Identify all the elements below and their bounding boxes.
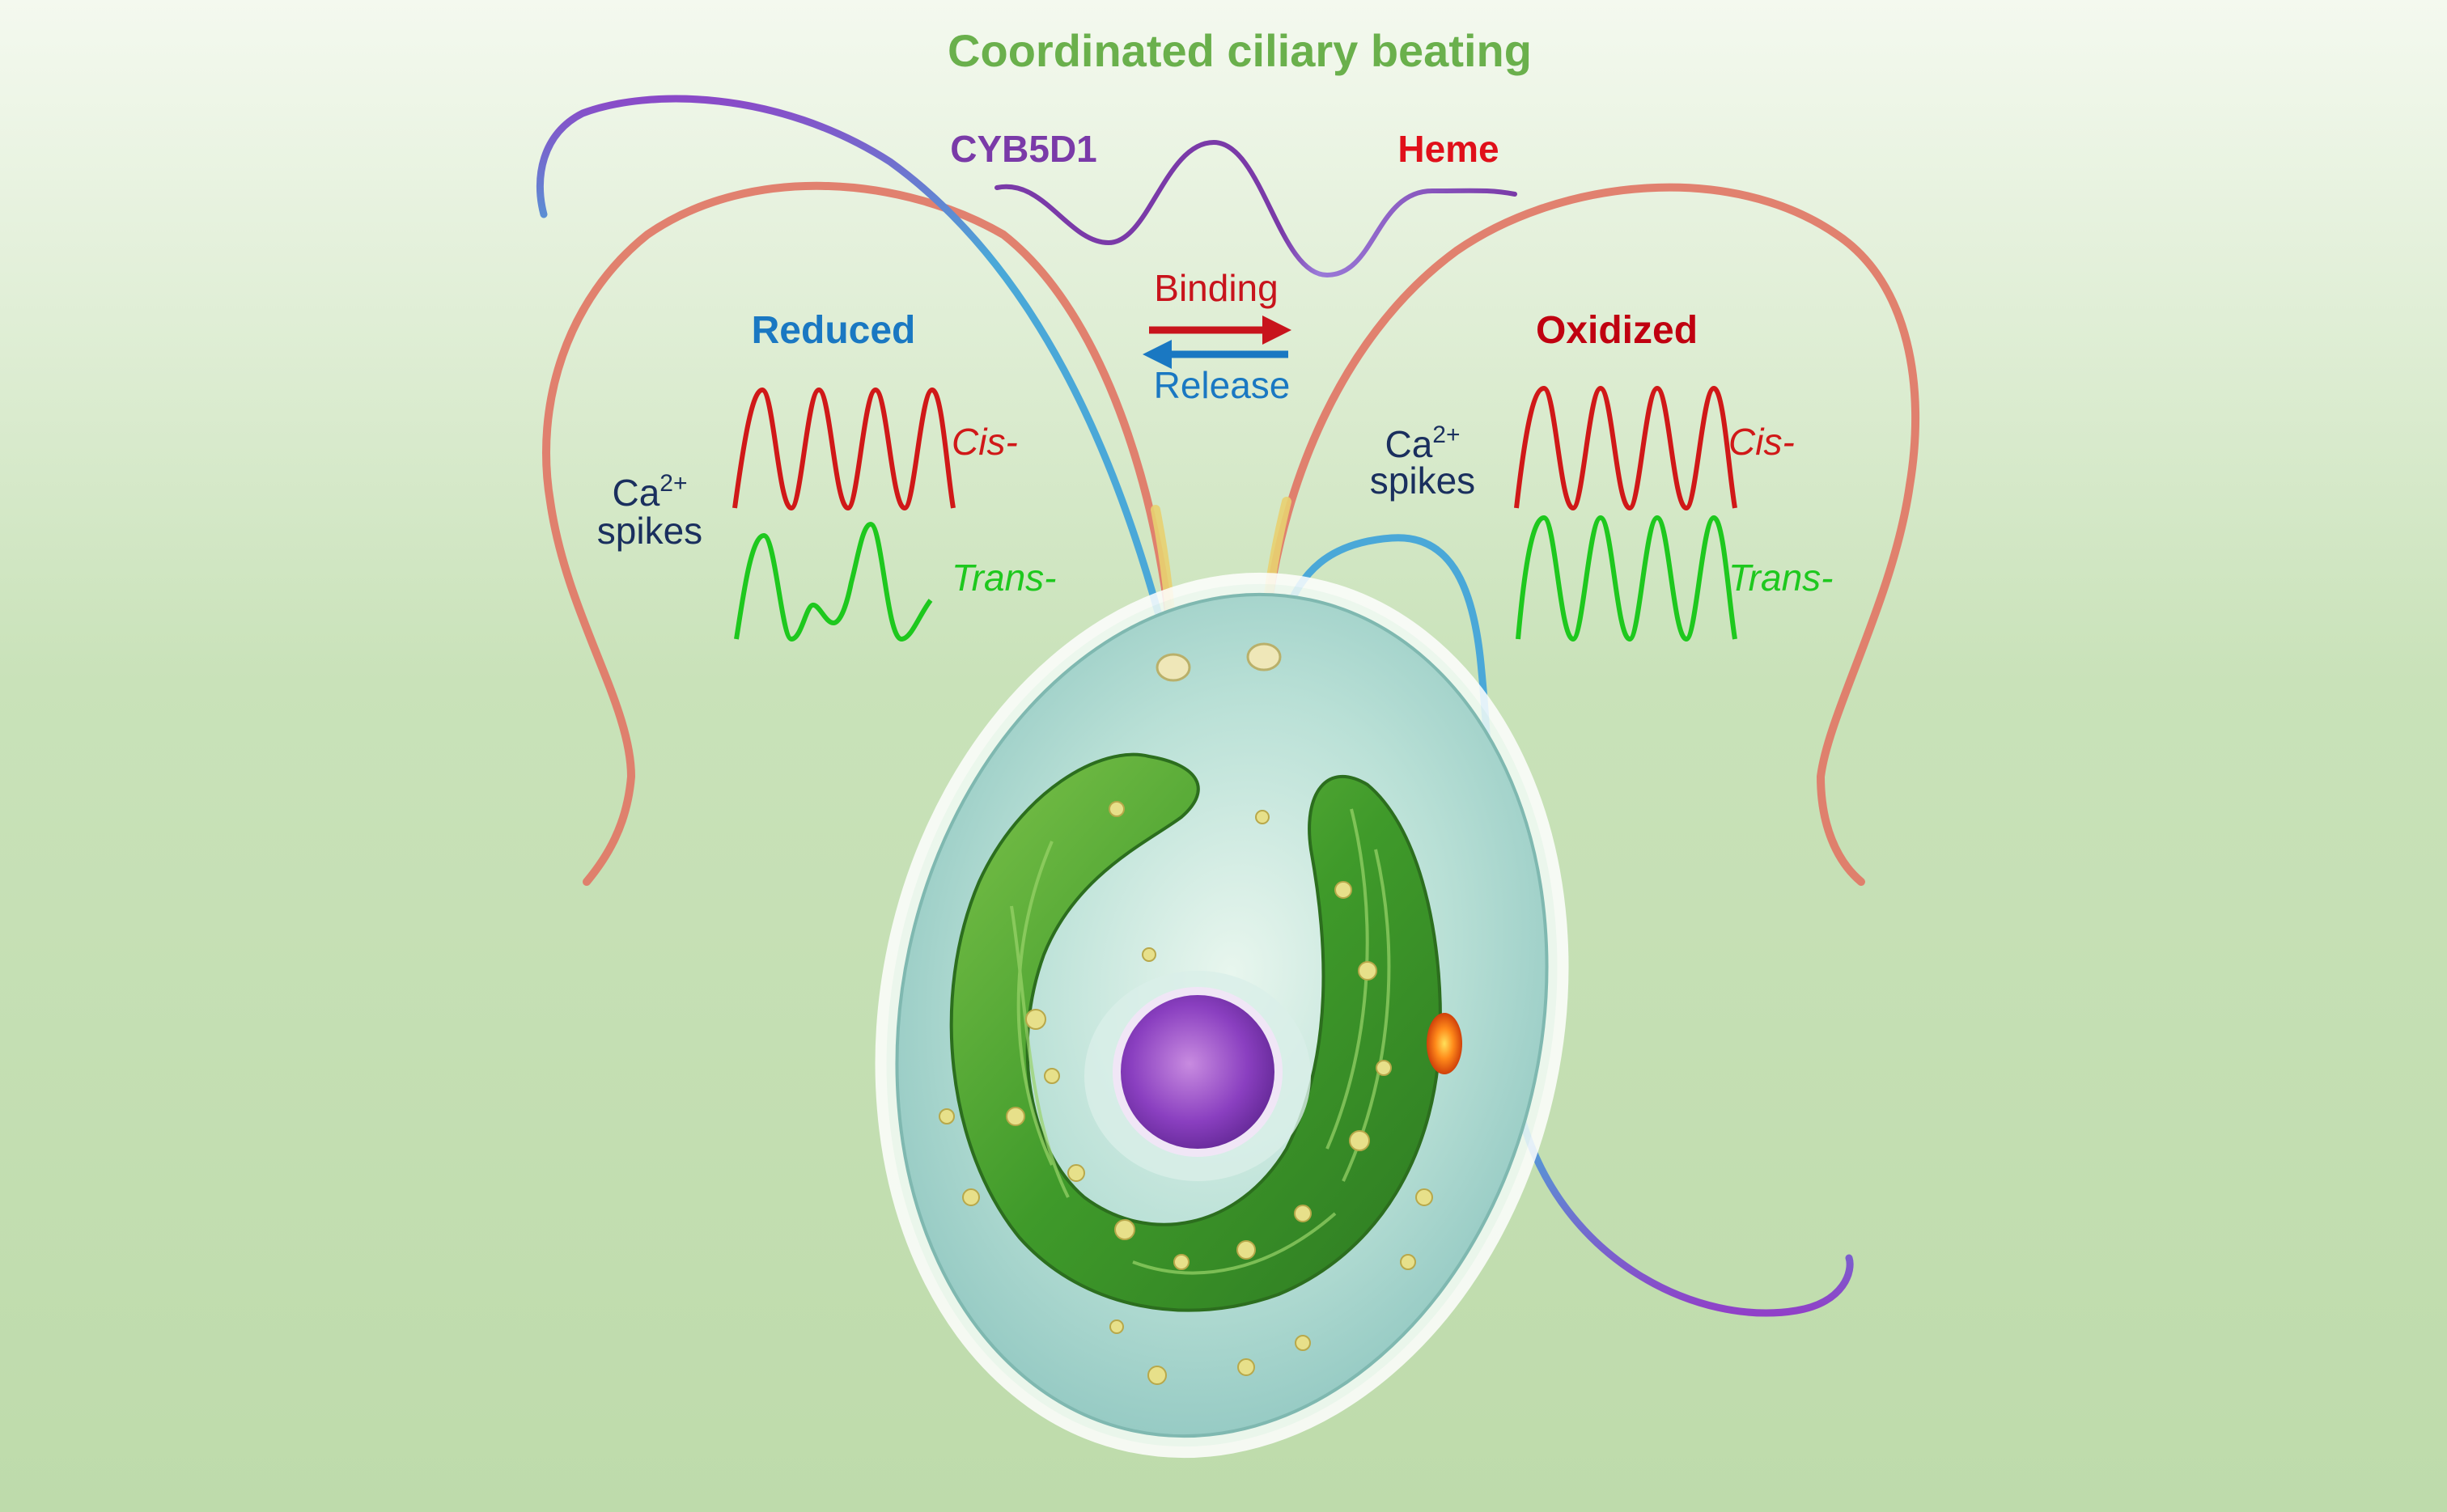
left-panel: Reduced Ca2+ spikes Cis- Trans- xyxy=(597,309,1057,642)
right-cis-label: Cis- xyxy=(1728,421,1795,463)
binding-label: Binding xyxy=(1154,267,1278,309)
protein-label: CYB5D1 xyxy=(950,128,1097,170)
cell xyxy=(875,572,1569,1459)
left-spikes-label: spikes xyxy=(597,510,702,552)
left-ca-superscript: 2+ xyxy=(659,470,687,497)
right-spikes-label: spikes xyxy=(1370,460,1475,502)
left-trans-label: Trans- xyxy=(952,557,1057,599)
diagram-title: Coordinated ciliary beating xyxy=(948,25,1532,76)
binding-arrow xyxy=(1149,316,1291,345)
left-cis-trace xyxy=(732,388,956,510)
left-trans-trace xyxy=(734,522,933,642)
chloroplast xyxy=(949,752,1443,1312)
right-trans-label: Trans- xyxy=(1728,557,1834,599)
right-trans-trace xyxy=(1516,515,1737,642)
heme-label: Heme xyxy=(1397,128,1499,170)
right-panel: Oxidized Ca2+ spikes Cis- Trans- xyxy=(1370,309,1834,642)
right-ca-superscript: 2+ xyxy=(1432,421,1460,448)
right-cis-trace xyxy=(1514,386,1737,510)
release-arrow xyxy=(1143,340,1288,369)
release-label: Release xyxy=(1154,364,1291,406)
left-ca-label: Ca2+ xyxy=(612,470,687,514)
granules xyxy=(939,801,1433,1385)
oxidized-state-label: Oxidized xyxy=(1536,309,1698,352)
right-outer-cilium xyxy=(1258,183,1920,886)
eyespot xyxy=(1427,1013,1462,1074)
right-ca-label: Ca2+ xyxy=(1385,421,1460,465)
left-cis-label: Cis- xyxy=(952,421,1018,463)
cyb5d1-wave xyxy=(994,139,1517,278)
reduced-state-label: Reduced xyxy=(752,309,916,352)
left-outer-cilium xyxy=(542,181,1177,886)
nucleus xyxy=(1113,987,1283,1157)
left-inner-cilium xyxy=(536,95,1169,643)
